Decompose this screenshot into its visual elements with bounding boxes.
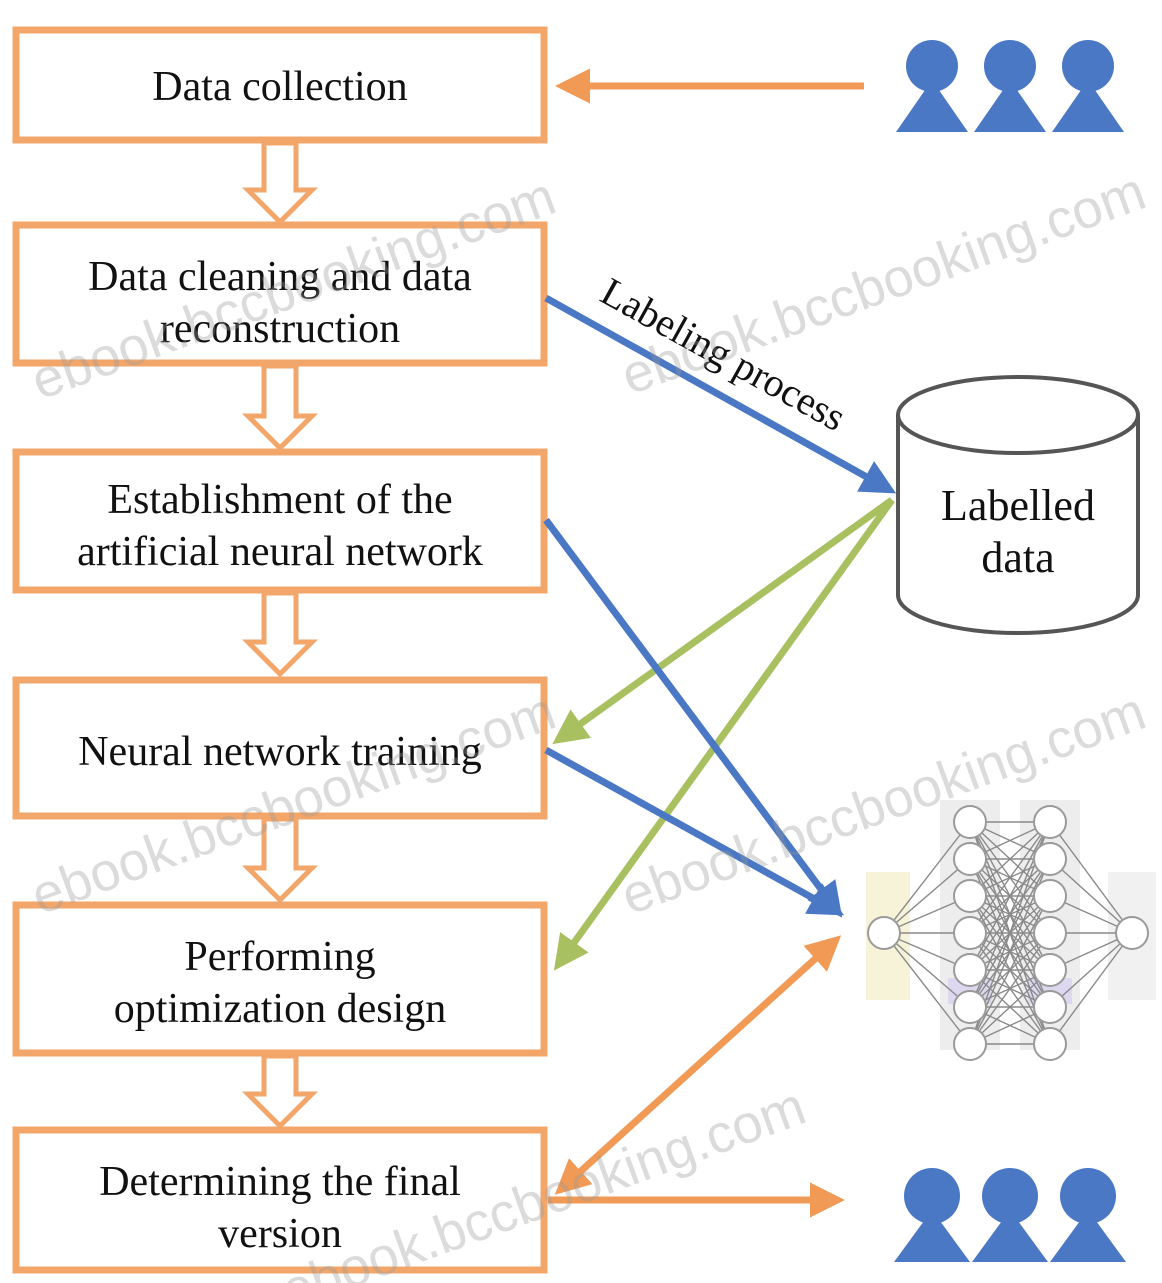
- step-label-line1: Performing: [184, 934, 375, 980]
- nn-node: [1033, 916, 1067, 950]
- nn-connection: [1049, 932, 1133, 1008]
- nn-node: [953, 879, 987, 913]
- nn-node: [867, 916, 901, 950]
- nn-connection: [969, 821, 1051, 897]
- nn-connection: [969, 821, 1051, 934]
- nn-node: [1033, 805, 1067, 839]
- labeling-arrow: [544, 294, 897, 494]
- nn-connection: [969, 821, 1051, 971]
- step-box-establish-ann: Establishment of the artificial neural n…: [12, 448, 548, 594]
- nn-connection: [883, 932, 971, 1045]
- step-box-final-version: Determining the final version: [12, 1126, 548, 1274]
- users-group-icon: [896, 40, 1124, 132]
- users-group-icon: [894, 1168, 1126, 1262]
- database-icon: Labelled data: [896, 375, 1140, 635]
- nn-connection: [969, 969, 1051, 1045]
- step-label-line2: artificial neural network: [77, 529, 483, 575]
- database-label-line2: data: [981, 533, 1054, 582]
- nn-node: [953, 1027, 987, 1061]
- database-label-line1: Labelled: [941, 481, 1095, 530]
- nn-connection: [883, 858, 971, 934]
- step-label-line1: Determining the final: [99, 1159, 461, 1205]
- nn-connection: [883, 932, 971, 1008]
- nn-node: [1033, 842, 1067, 876]
- step-box-data-collection: Data collection: [12, 26, 548, 144]
- nn-node: [1033, 953, 1067, 987]
- step-box-optimization: Performing optimization design: [12, 901, 548, 1057]
- ann-setup-arrow: [543, 517, 843, 918]
- nn-node: [953, 805, 987, 839]
- nn-node: [1033, 1027, 1067, 1061]
- nn-node: [953, 990, 987, 1024]
- step-label: Data collection: [152, 64, 407, 110]
- training-data-arrow: [552, 497, 895, 745]
- step-box-nn-training: Neural network training: [12, 676, 548, 820]
- nn-node: [1033, 990, 1067, 1024]
- down-arrow-icon: [241, 140, 319, 226]
- step-label-line2: optimization design: [114, 986, 446, 1032]
- nn-connection: [1049, 932, 1133, 1045]
- nn-connection: [1049, 821, 1133, 934]
- nn-connection: [883, 821, 971, 934]
- step-label-line1: Data cleaning and data: [88, 254, 472, 300]
- step-label-line1: Establishment of the: [107, 477, 452, 523]
- step-box-data-cleaning: Data cleaning and data reconstruction: [12, 221, 548, 367]
- neural-network-icon: [866, 800, 1156, 1061]
- nn-connection: [969, 895, 1051, 1045]
- nn-node: [953, 842, 987, 876]
- nn-node: [953, 916, 987, 950]
- down-arrow-icon: [241, 816, 319, 904]
- nn-connection: [969, 932, 1051, 1045]
- final-version-arrow: [554, 935, 842, 1195]
- nn-connection: [1049, 858, 1133, 934]
- step-label-line2: version: [218, 1211, 342, 1257]
- step-label: Neural network training: [78, 729, 482, 775]
- nn-node: [953, 953, 987, 987]
- down-arrow-icon: [241, 1053, 319, 1130]
- watermark: ebook.bccbooking.com: [614, 161, 1154, 406]
- training-arrow: [544, 746, 845, 916]
- down-arrow-icon: [241, 363, 319, 452]
- nn-node: [1033, 879, 1067, 913]
- nn-node: [1115, 916, 1149, 950]
- step-label-line2: reconstruction: [160, 306, 400, 352]
- optimization-data-arrow: [553, 497, 895, 971]
- down-arrow-icon: [241, 590, 319, 678]
